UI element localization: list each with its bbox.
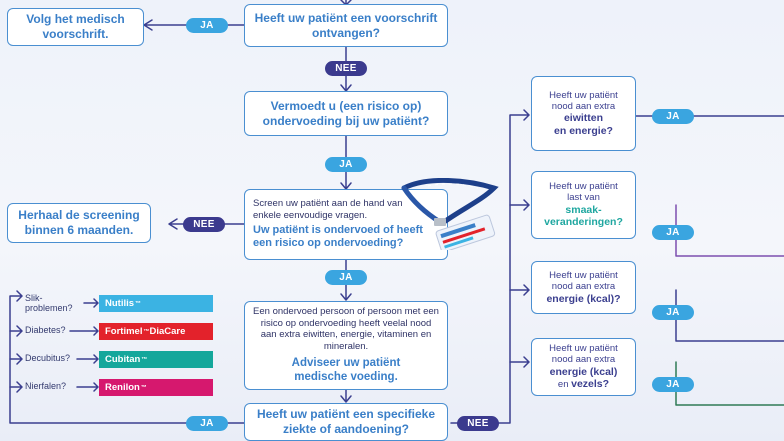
condition-label-swallowing: Slik-problemen? bbox=[25, 293, 73, 313]
advice-main: Adviseer uw patiënt medische voeding. bbox=[291, 356, 401, 384]
energy-question-lead: Heeft uw patiënt nood aan extra bbox=[549, 269, 618, 293]
protein-term: eiwitten bbox=[563, 112, 604, 125]
question-prescription: Heeft uw patiënt een voorschrift ontvang… bbox=[244, 4, 448, 47]
yes-badge-energy: JA bbox=[652, 305, 694, 320]
question-specific-disease: Heeft uw patiënt een specifieke ziekte o… bbox=[244, 403, 448, 441]
taste-question-lead: Heeft uw patiënt last van bbox=[549, 181, 618, 204]
lanyard-badge-illustration bbox=[401, 178, 499, 250]
follow-prescription-text: Volg het medisch voorschrift. bbox=[26, 12, 125, 41]
yes-badge-q5: JA bbox=[186, 416, 228, 431]
yes-badge-q3: JA bbox=[325, 270, 367, 285]
protein-energy-term: en energie? bbox=[554, 124, 613, 137]
repeat-screening-text: Herhaal de screening binnen 6 maanden. bbox=[18, 208, 140, 237]
protein-question-lead: Heeft uw patiënt nood aan extra bbox=[549, 89, 618, 112]
advice-explanation: Een ondervoed persoon of persoon met een… bbox=[253, 306, 439, 352]
no-badge-q3: NEE bbox=[183, 217, 225, 232]
follow-prescription-box: Volg het medisch voorschrift. bbox=[7, 8, 144, 46]
condition-label-decubitus: Decubitus? bbox=[25, 353, 71, 363]
no-badge-q1: NEE bbox=[325, 61, 367, 76]
question-energy: Heeft uw patiënt nood aan extra energie … bbox=[531, 261, 636, 314]
yes-badge-q1: JA bbox=[186, 18, 228, 33]
fiber-question-lead: Heeft uw patiënt nood aan extra bbox=[549, 343, 618, 366]
advice-medical-nutrition: Een ondervoed persoon of persoon met een… bbox=[244, 301, 448, 390]
question-protein-energy: Heeft uw patiënt nood aan extra eiwitten… bbox=[531, 76, 636, 151]
energy-term: energie (kcal)? bbox=[546, 292, 621, 305]
fiber-energy-term: energie (kcal) bbox=[549, 365, 618, 378]
question-disease-text: Heeft uw patiënt een specifieke ziekte o… bbox=[256, 407, 436, 436]
condition-label-kidney: Nierfalen? bbox=[25, 381, 67, 391]
condition-label-diabetes: Diabetes? bbox=[25, 325, 66, 335]
question-suspect-malnutrition: Vermoedt u (een risico op) ondervoeding … bbox=[244, 91, 448, 136]
screening-instruction: Screen uw patiënt aan de hand van enkele… bbox=[253, 197, 403, 221]
no-badge-q5: NEE bbox=[457, 416, 499, 431]
taste-term: smaak-veranderingen? bbox=[544, 203, 623, 229]
yes-badge-taste: JA bbox=[652, 225, 694, 240]
question-prescription-text: Heeft uw patiënt een voorschrift ontvang… bbox=[254, 10, 438, 40]
screening-question: Uw patiënt is ondervoed of heeft een ris… bbox=[253, 223, 423, 250]
fiber-line: en vezels? bbox=[557, 378, 610, 391]
yes-badge-fiber: JA bbox=[652, 377, 694, 392]
question-energy-fiber: Heeft uw patiënt nood aan extra energie … bbox=[531, 338, 636, 396]
yes-badge-q2: JA bbox=[325, 157, 367, 172]
question-taste-changes: Heeft uw patiënt last van smaak-verander… bbox=[531, 171, 636, 239]
question-suspect-text: Vermoedt u (een risico op) ondervoeding … bbox=[262, 98, 430, 128]
yes-badge-protein: JA bbox=[652, 109, 694, 124]
repeat-screening-box: Herhaal de screening binnen 6 maanden. bbox=[7, 203, 151, 243]
